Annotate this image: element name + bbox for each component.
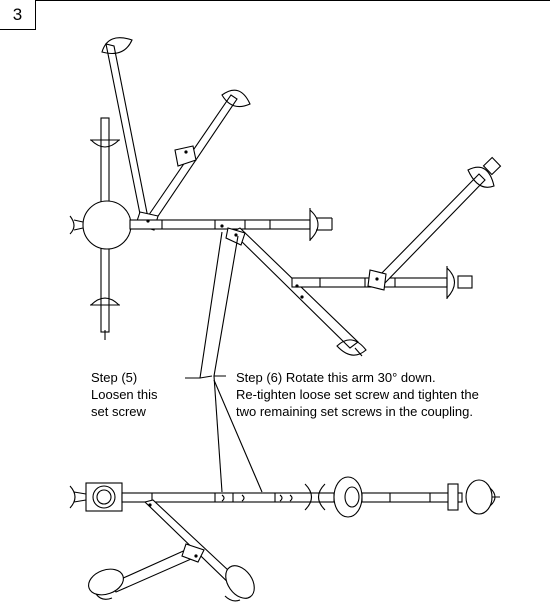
- horizontal-arm-foot: [309, 208, 319, 241]
- upper-coupling: [174, 145, 197, 167]
- hub-icon: [82, 200, 132, 250]
- rotated-arm-foot: [336, 339, 367, 356]
- lower-post: [100, 246, 110, 333]
- top-border: [36, 0, 550, 1]
- step5-leader-bottom: [213, 375, 223, 493]
- assembly-side-view-icon: [69, 476, 500, 602]
- horizontal-arm: [129, 219, 311, 230]
- step6-line2: Re-tighten loose set screw and tighten t…: [236, 387, 479, 402]
- side-coupling: [304, 483, 326, 511]
- rotated-arm: [231, 227, 359, 349]
- step6-leader-top: [213, 235, 239, 377]
- upper-post-foot: [90, 139, 120, 148]
- step5-line3: set screw: [91, 404, 146, 419]
- side-leg-coupling: [181, 543, 205, 563]
- step6-line3: two remaining set screws in the coupling…: [236, 404, 474, 419]
- side-foot-4: [225, 565, 255, 599]
- set-screw-dots: [146, 150, 379, 299]
- upper-right-arm: [374, 173, 486, 287]
- lower-post-foot: [90, 297, 120, 306]
- arm-upper-left: [105, 43, 150, 224]
- side-secondary-arm: [361, 492, 463, 503]
- step5-line2: Loosen this: [91, 387, 158, 402]
- upper-post: [100, 117, 110, 204]
- leader-lines: [185, 231, 263, 493]
- step-number-box: 3: [0, 0, 36, 30]
- step5-callout: Step (5) Loosen this set screw: [91, 369, 158, 420]
- secondary-arm-foot: [446, 266, 456, 299]
- hub-left-stub: [69, 215, 84, 235]
- assembly-top-view-icon: [69, 37, 502, 357]
- foot-upper-left: [101, 37, 133, 55]
- foot-upper: [221, 89, 251, 108]
- upper-right-foot: [467, 166, 495, 188]
- step6-line1: Step (6) Rotate this arm 30° down.: [236, 370, 436, 385]
- step6-callout: Step (6) Rotate this arm 30° down. Re-ti…: [236, 369, 479, 420]
- side-foot-3: [88, 568, 124, 596]
- step6-leader-bottom: [199, 375, 263, 493]
- side-foot-2: [465, 479, 493, 515]
- step-number: 3: [12, 4, 23, 24]
- step5-leader: [185, 231, 223, 379]
- step5-line1: Step (5): [91, 370, 138, 385]
- side-left-stub: [69, 485, 87, 509]
